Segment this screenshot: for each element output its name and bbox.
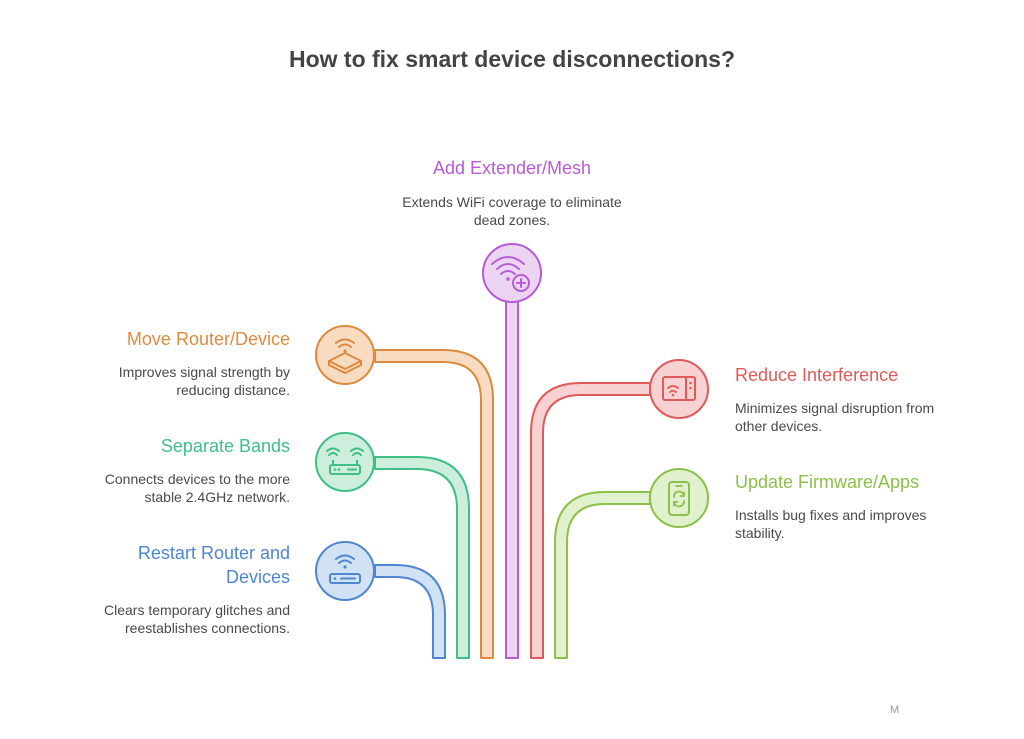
firmware-pipe <box>554 491 651 659</box>
dual-band-router-icon <box>315 432 375 492</box>
interference-title: Reduce Interference <box>735 365 899 385</box>
wifi-plus-icon <box>482 243 542 303</box>
page-title: How to fix smart device disconnections? <box>288 46 736 72</box>
move-title: Move Router/Device <box>126 329 290 349</box>
extender-title: Add Extender/Mesh <box>432 158 592 178</box>
restart-pipe <box>374 564 446 659</box>
firmware-title: Update Firmware/Apps <box>735 472 920 492</box>
bands-pipe <box>374 456 470 659</box>
extender-description: Extends WiFi coverage to eliminate dead … <box>402 194 622 228</box>
restart-router-icon <box>315 541 375 601</box>
microwave-icon <box>649 359 709 419</box>
restart-title: Restart Router and Devices <box>137 543 290 587</box>
restart-description: Clears temporary glitches and reestablis… <box>104 602 290 636</box>
firmware-description: Installs bug fixes and improves stabilit… <box>735 507 927 541</box>
router-box-icon <box>315 325 375 385</box>
interference-description: Minimizes signal disruption from other d… <box>735 400 935 434</box>
bands-description: Connects devices to the more stable 2.4G… <box>104 471 290 505</box>
move-description: Improves signal strength by reducing dis… <box>118 364 290 398</box>
phone-update-icon <box>649 468 709 528</box>
extender-pipe <box>505 299 519 659</box>
interference-pipe <box>530 382 651 659</box>
brand-logo: M <box>890 704 900 716</box>
move-pipe <box>374 349 494 659</box>
bands-title: Separate Bands <box>160 436 290 456</box>
